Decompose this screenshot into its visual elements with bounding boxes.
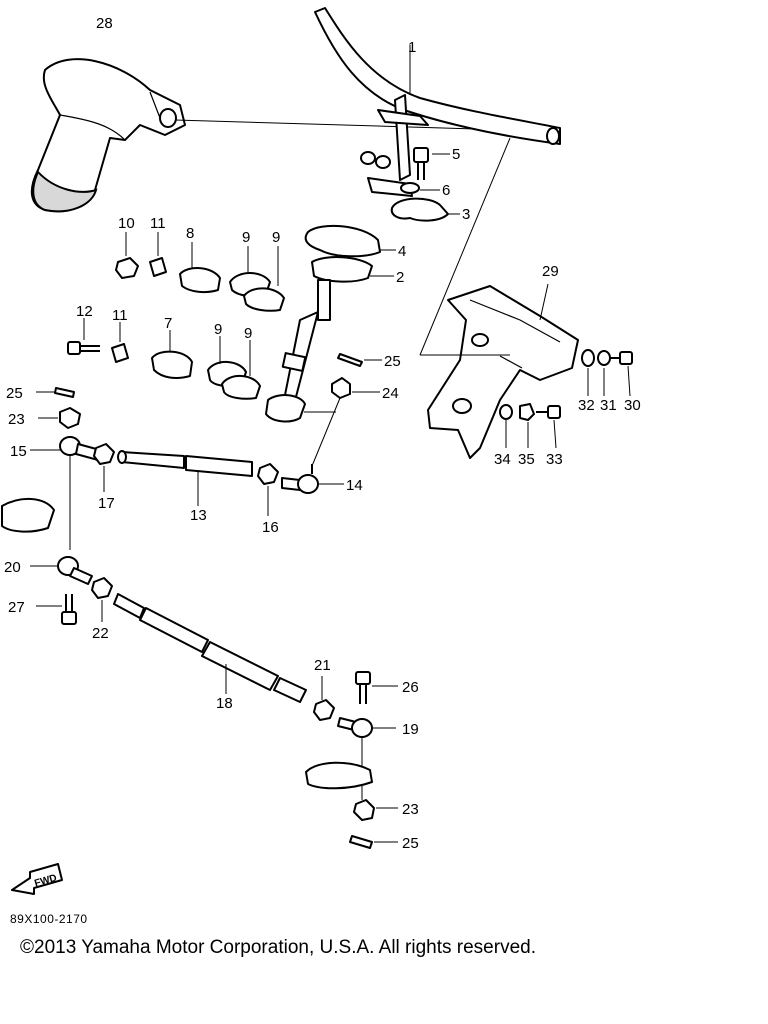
- label-1: 1: [408, 39, 416, 56]
- label-34: 34: [494, 451, 511, 468]
- part-19-tie-rod-end: [337, 717, 373, 738]
- label-25-b: 25: [6, 385, 23, 402]
- part-16-nut: [257, 463, 279, 485]
- label-27: 27: [8, 599, 25, 616]
- reference-code: 89X100-2170: [10, 912, 88, 926]
- label-12: 12: [76, 303, 93, 320]
- label-9-d: 9: [244, 325, 252, 342]
- copyright-text: ©2013 Yamaha Motor Corporation, U.S.A. A…: [20, 937, 536, 958]
- part-7-clamp: [151, 350, 193, 379]
- label-21: 21: [314, 657, 331, 674]
- part-20-tie-rod-end: [57, 556, 93, 585]
- part-29-steering-cover: [427, 285, 579, 459]
- part-21-nut: [313, 699, 335, 721]
- label-9-c: 9: [214, 321, 222, 338]
- part-2-steering-column: [265, 256, 373, 423]
- label-33: 33: [546, 451, 563, 468]
- fwd-arrow-icon: FWD: [11, 863, 63, 895]
- label-3: 3: [462, 206, 470, 223]
- part-11-lock-plate-b: [111, 343, 129, 363]
- part-9-bushing-b: [243, 287, 285, 312]
- label-11-b: 11: [112, 307, 128, 324]
- part-6-washer: [400, 182, 420, 194]
- label-6: 6: [442, 182, 450, 199]
- label-23: 23: [8, 411, 25, 428]
- label-10: 10: [118, 215, 135, 232]
- label-22: 22: [92, 625, 109, 642]
- part-1-handlebar: [314, 7, 561, 197]
- part-14-tie-rod-end: [281, 464, 319, 494]
- label-15: 15: [10, 443, 27, 460]
- label-20: 20: [4, 559, 21, 576]
- label-24: 24: [382, 385, 399, 402]
- part-34-washer: [499, 404, 513, 420]
- part-17-nut: [93, 443, 115, 465]
- part-23-nut: [59, 407, 81, 429]
- label-13: 13: [190, 507, 207, 524]
- label-18: 18: [216, 695, 233, 712]
- part-24-nut: [331, 377, 351, 399]
- label-29: 29: [542, 263, 559, 280]
- part-30-screw: [610, 351, 633, 365]
- label-2: 2: [396, 269, 404, 286]
- label-17: 17: [98, 495, 115, 512]
- label-30: 30: [624, 397, 641, 414]
- part-12-bolt: [67, 341, 100, 355]
- part-3-holder: [390, 197, 449, 222]
- label-8: 8: [186, 225, 194, 242]
- steering-arm-upper: [1, 498, 55, 533]
- part-23-nut-b: [353, 799, 375, 821]
- label-19: 19: [402, 721, 419, 738]
- part-32-washer: [581, 349, 595, 367]
- part-18-long-tie-rod: [113, 593, 307, 703]
- part-25-cotter-pin-c: [349, 835, 373, 849]
- label-4: 4: [398, 243, 406, 260]
- label-23-b: 23: [402, 801, 419, 818]
- label-32: 32: [578, 397, 595, 414]
- part-27-bolt: [61, 594, 77, 625]
- label-25-c: 25: [402, 835, 419, 852]
- label-7: 7: [164, 315, 172, 332]
- part-9-bushing-d: [221, 375, 261, 400]
- part-31-washer: [597, 350, 611, 366]
- part-8-clamp: [179, 267, 221, 294]
- part-28-grip-housing: [30, 58, 186, 213]
- part-10-nut: [115, 257, 139, 279]
- part-5-bolt: [413, 147, 429, 180]
- label-31: 31: [600, 397, 617, 414]
- label-16: 16: [262, 519, 279, 536]
- label-28: 28: [96, 15, 113, 32]
- label-5: 5: [452, 146, 460, 163]
- label-9: 9: [242, 229, 250, 246]
- label-9-b: 9: [272, 229, 280, 246]
- part-22-nut: [91, 577, 113, 599]
- label-35: 35: [518, 451, 535, 468]
- part-11-lock-plate: [149, 257, 167, 277]
- part-25-cotter-pin-b: [54, 387, 75, 398]
- steering-arm-lower: [305, 761, 373, 790]
- part-13-tie-rod: [117, 450, 253, 477]
- part-26-bolt: [355, 671, 371, 704]
- part-25-cotter-pin: [337, 353, 363, 367]
- label-25: 25: [384, 353, 401, 370]
- part-33-bolt: [536, 405, 561, 419]
- label-26: 26: [402, 679, 419, 696]
- label-11: 11: [150, 215, 166, 232]
- part-35-nut: [519, 403, 535, 421]
- label-14: 14: [346, 477, 363, 494]
- part-4-upper-bracket: [304, 224, 381, 258]
- callout-labels: 28 1 5 6 3 4 2 10 11 8 9 9 29 12 11 7 9 …: [4, 15, 641, 852]
